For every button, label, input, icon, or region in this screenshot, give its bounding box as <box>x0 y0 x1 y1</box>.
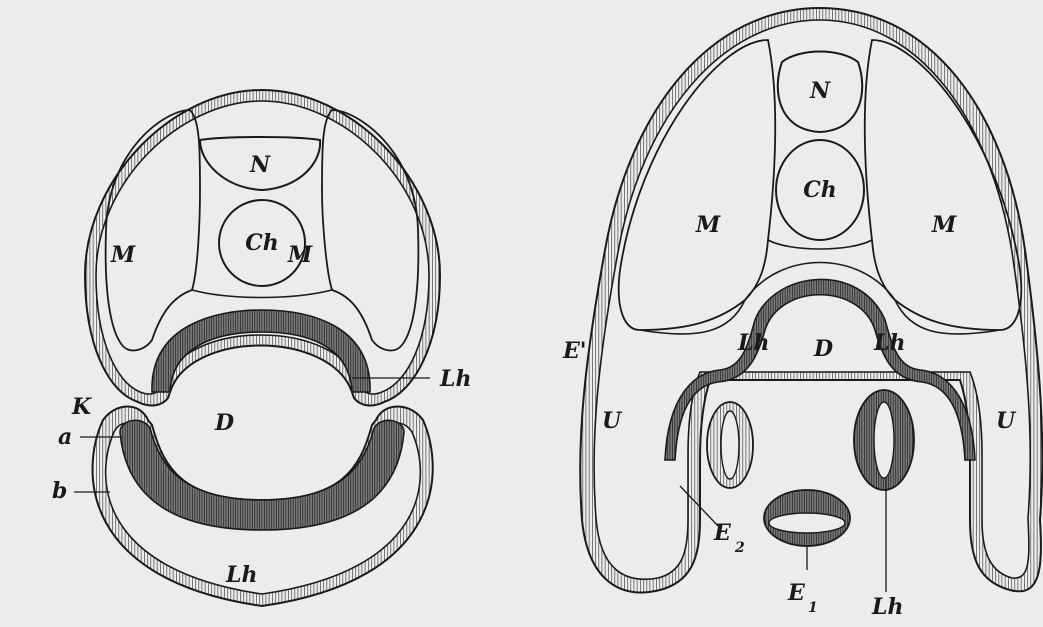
left-label-a: a <box>58 424 72 450</box>
right-vessel-right <box>854 390 914 490</box>
left-label-m-left: M <box>110 242 136 268</box>
right-label-u-left: U <box>602 408 623 434</box>
right-vessel-left <box>707 402 753 488</box>
left-label-ch: Ch <box>245 230 279 256</box>
right-embryo-section: N Ch M M E' Lh D Lh U U E 2 E 1 Lh <box>562 8 1042 620</box>
left-label-lh-bottom: Lh <box>225 562 257 588</box>
right-label-m-left: M <box>695 212 721 238</box>
right-vessel-bottom <box>764 490 850 546</box>
left-label-m-right: M <box>287 242 313 268</box>
left-label-n: N <box>249 152 271 178</box>
right-label-e1-subscript: 1 <box>808 600 818 616</box>
right-label-u-right: U <box>996 408 1017 434</box>
right-label-m-right: M <box>931 212 957 238</box>
right-label-lh-left: Lh <box>737 330 769 356</box>
right-label-e1: E <box>787 580 806 606</box>
right-label-lh-right: Lh <box>873 330 905 356</box>
right-label-e-prime: E' <box>562 338 587 364</box>
left-label-d: D <box>214 410 234 436</box>
right-label-d: D <box>813 336 833 362</box>
left-label-b: b <box>52 478 67 504</box>
left-label-k: K <box>71 394 92 420</box>
right-label-n: N <box>809 78 831 104</box>
left-embryo-section: N Ch M M Lh K D a b Lh <box>52 90 471 606</box>
right-label-e2-subscript: 2 <box>734 540 745 556</box>
right-label-lh-bottom: Lh <box>871 594 903 620</box>
right-label-e2: E <box>713 520 732 546</box>
right-label-ch: Ch <box>803 177 837 203</box>
left-label-lh-pointer: Lh <box>439 366 471 392</box>
